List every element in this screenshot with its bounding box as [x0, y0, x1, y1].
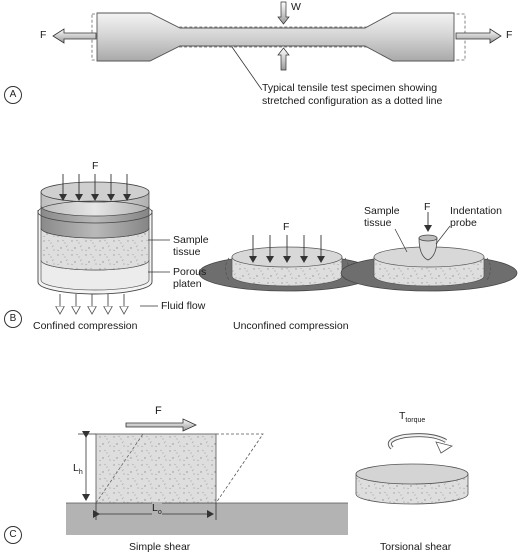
- simple-shear-ground: [66, 502, 348, 535]
- indentation-probe-label-2: probe: [450, 217, 477, 229]
- fluid-flow-label: Fluid flow: [161, 300, 206, 312]
- indent-sample-label-2: tissue: [364, 217, 392, 229]
- fluid-flow-arrows: [60, 294, 124, 313]
- height-label: Lh: [73, 462, 83, 479]
- length-label: Lo: [152, 502, 162, 520]
- tensile-force-arrow-right: [455, 28, 502, 44]
- torsional-disc: [355, 463, 469, 505]
- torque-arrow: [387, 433, 454, 454]
- torsional-caption: Torsional shear: [380, 541, 452, 553]
- confined-caption: Confined compression: [33, 320, 138, 332]
- height-label-sub: h: [78, 469, 83, 477]
- indentation-probe: [418, 234, 438, 261]
- leader-sample-tissue-indent: [394, 228, 408, 253]
- unconfined-caption: Unconfined compression: [233, 320, 349, 332]
- indent-sample-label-1: Sample: [364, 205, 400, 217]
- indentation-force-label: F: [424, 201, 431, 213]
- weight-arrow-bottom: [277, 47, 290, 71]
- leader-indentation-probe: [435, 225, 451, 245]
- simple-shear-force-label: F: [155, 405, 162, 417]
- unconfined-force-label: F: [283, 221, 290, 233]
- height-dimension: [78, 431, 96, 501]
- weight-label: W: [291, 1, 301, 13]
- simple-shear-force-arrow: [125, 418, 197, 432]
- weight-arrow-top: [277, 1, 290, 25]
- torque-label-sub: torque: [405, 417, 426, 425]
- length-label-sub: o: [157, 509, 162, 517]
- confined-sample-label-2: tissue: [173, 246, 201, 258]
- height-label-main: L: [73, 462, 79, 474]
- torque-label: Ttorque: [399, 410, 425, 427]
- torque-label-main: T: [399, 410, 406, 422]
- porous-platen-label-2: platen: [173, 278, 202, 290]
- length-label-main: L: [152, 502, 158, 514]
- porous-platen-label-1: Porous: [173, 266, 207, 278]
- confined-force-arrows: [59, 174, 131, 201]
- confined-sample-label-1: Sample: [173, 234, 209, 246]
- simple-shear-caption: Simple shear: [129, 541, 191, 553]
- panel-marker-a: A: [4, 86, 22, 104]
- confined-force-label: F: [92, 160, 99, 172]
- indentation-disc: [340, 246, 518, 292]
- panel-marker-c: C: [4, 526, 22, 544]
- caption-leader-a: [231, 46, 263, 91]
- panel-marker-b: B: [4, 310, 22, 328]
- tensile-specimen: [91, 12, 466, 62]
- tensile-caption-line1: Typical tensile test specimen showing: [262, 82, 438, 94]
- unconfined-force-arrows: [249, 235, 325, 263]
- tensile-force-arrow-left: [52, 28, 97, 44]
- tensile-force-label-right: F: [506, 29, 513, 41]
- tensile-caption-line2: stretched configuration as a dotted line: [262, 95, 443, 107]
- tensile-force-label-left: F: [40, 29, 47, 41]
- indentation-probe-label-1: Indentation: [450, 205, 502, 217]
- simple-shear-block: [95, 433, 264, 504]
